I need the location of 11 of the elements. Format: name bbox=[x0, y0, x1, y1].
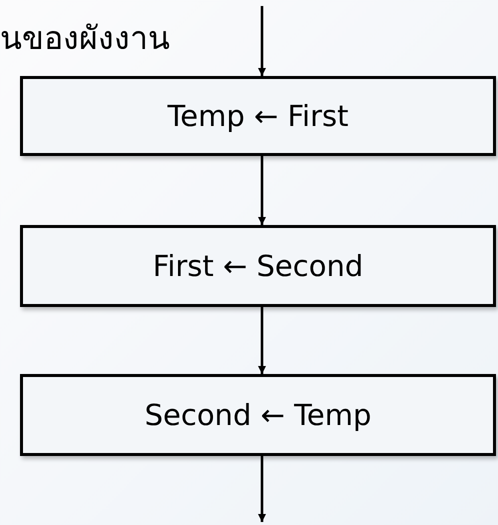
assignment-text: Second ← Temp bbox=[144, 398, 372, 432]
arrow bbox=[258, 156, 266, 225]
process-box bbox=[20, 225, 496, 307]
assignment-text: First ← Second bbox=[152, 249, 364, 283]
process-box bbox=[20, 374, 496, 456]
arrow bbox=[258, 456, 266, 522]
assignment-text: Temp ← First bbox=[167, 99, 349, 133]
heading-text: นของผังงาน bbox=[0, 18, 170, 59]
arrow bbox=[258, 6, 266, 76]
arrow bbox=[258, 307, 266, 374]
process-box bbox=[20, 76, 496, 156]
